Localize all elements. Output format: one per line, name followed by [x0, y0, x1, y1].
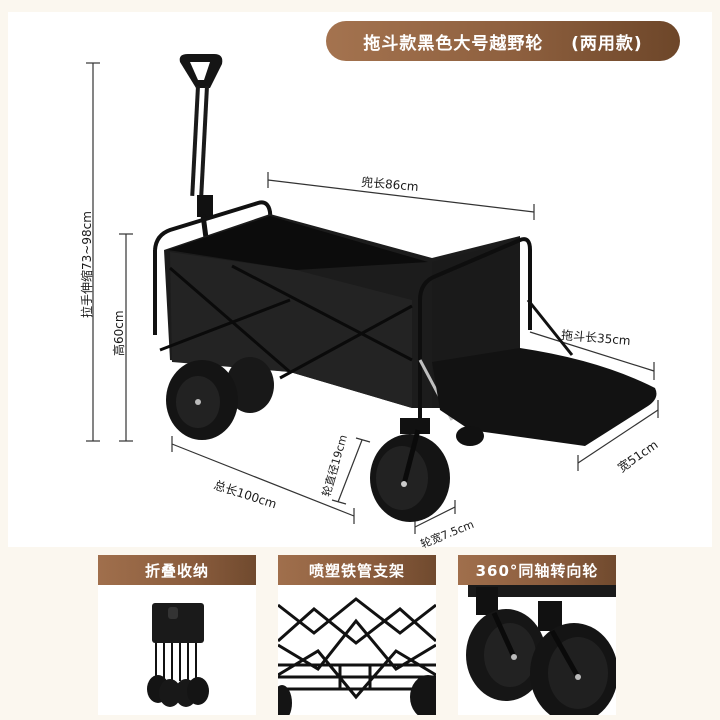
- pull-handle: [179, 54, 223, 239]
- feature-label: 喷塑铁管支架: [278, 555, 436, 585]
- folded-wagon-image: [147, 603, 209, 707]
- steel-frame-image: [278, 597, 436, 715]
- feature-label: 折叠收纳: [98, 555, 256, 585]
- front-wheel: [370, 418, 484, 522]
- feature-card-frame: 喷塑铁管支架: [278, 555, 436, 715]
- height-label: 高60cm: [112, 310, 126, 356]
- feature-card-folding: 折叠收纳: [98, 555, 256, 715]
- feature-card-swivel-wheel: 360°同轴转向轮: [458, 555, 616, 715]
- rear-wheels: [166, 357, 274, 440]
- product-title-banner: 拖斗款黑色大号越野轮 (两用款): [326, 21, 680, 61]
- swivel-wheels-image: [466, 585, 616, 715]
- dimension-lines: [86, 62, 659, 534]
- handle-extension-label: 拉手伸缩73~98cm: [80, 211, 94, 318]
- tailgate-board: [432, 348, 657, 446]
- feature-label: 360°同轴转向轮: [458, 555, 616, 585]
